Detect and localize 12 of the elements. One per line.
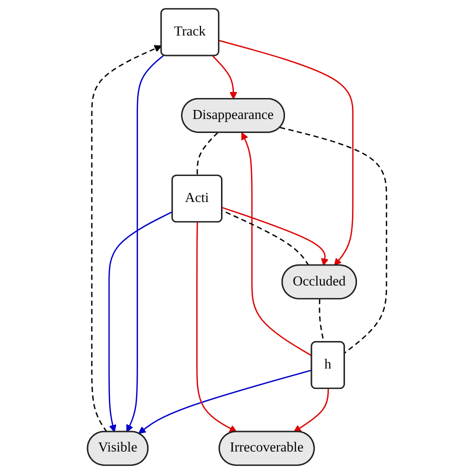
arrow [212,55,238,100]
arrow [91,45,162,432]
arrow [222,206,328,266]
arrow [126,54,164,432]
arrow [108,211,173,432]
arrow [294,388,329,432]
connector [196,132,218,176]
arrow [218,40,354,266]
arrow [241,132,312,356]
arrow [196,222,237,432]
connector [280,126,388,354]
arrow [138,370,312,434]
